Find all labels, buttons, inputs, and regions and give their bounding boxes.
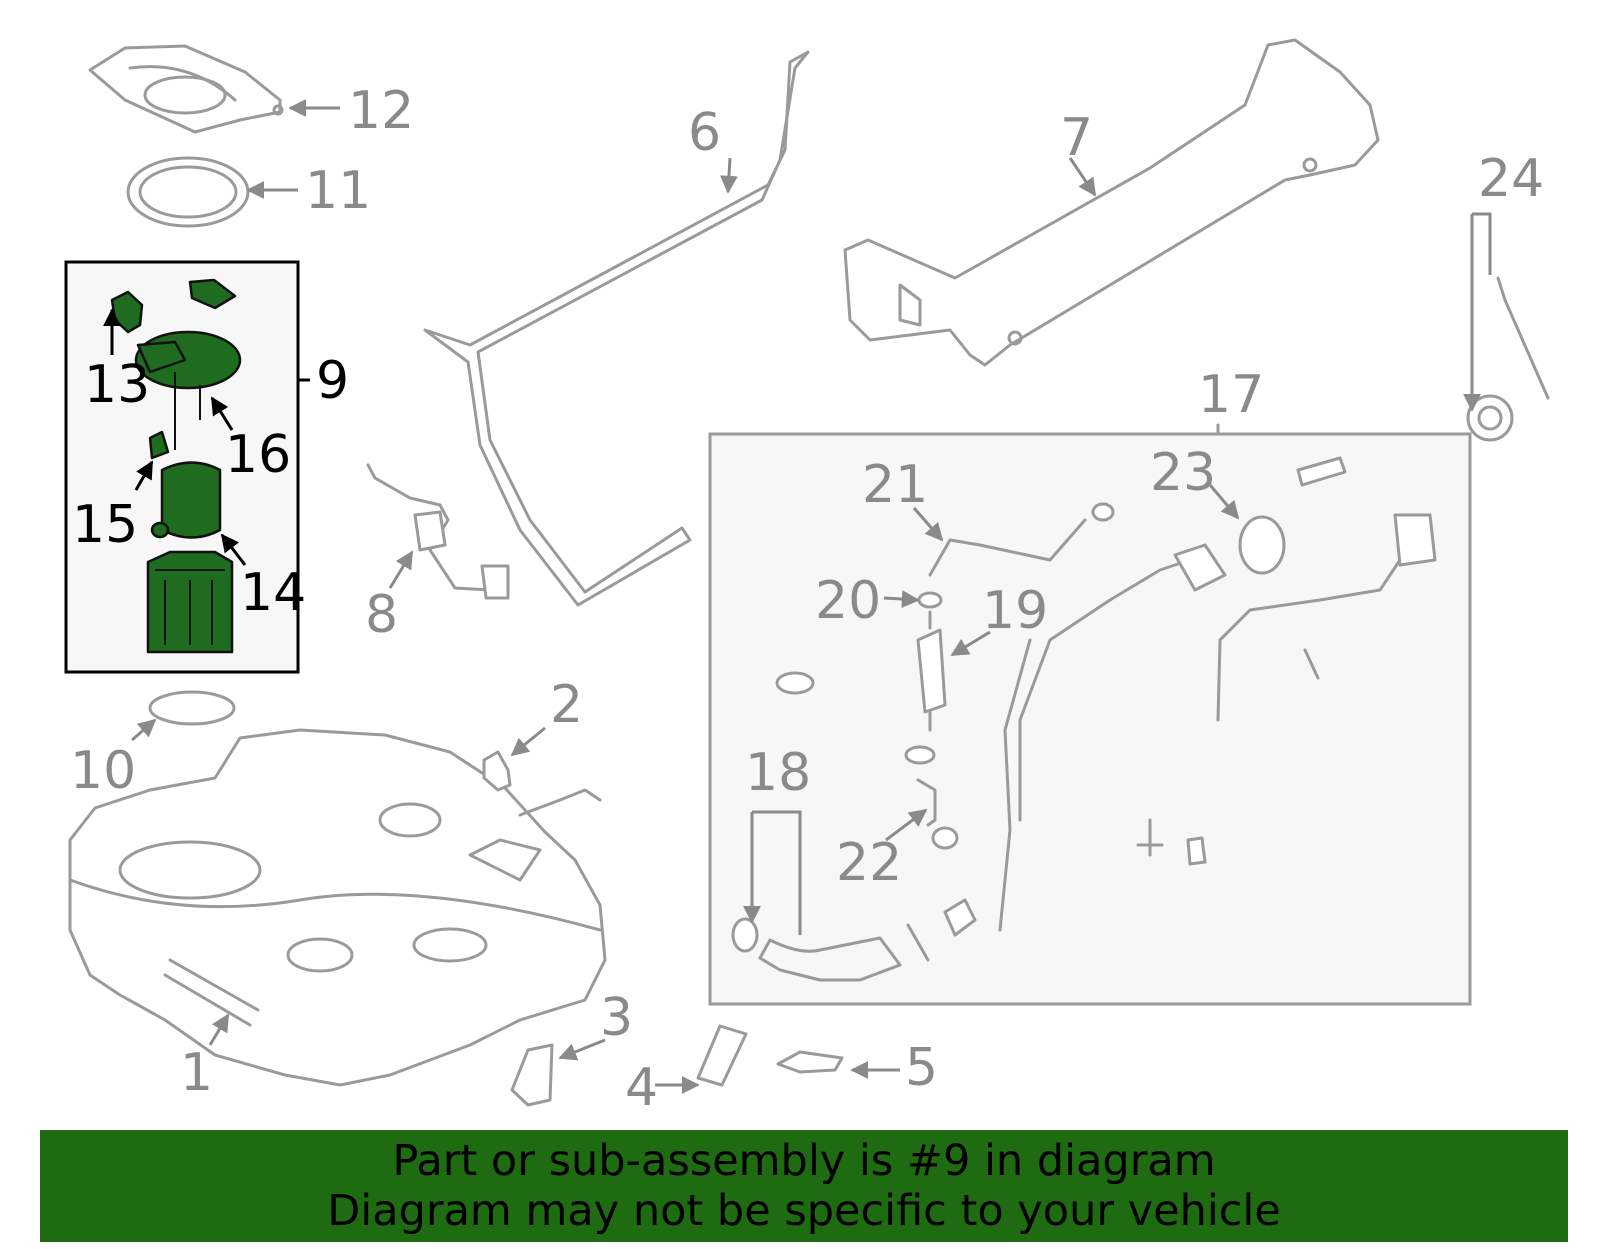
callout-24: 24 <box>1478 149 1544 209</box>
callout-12: 12 <box>348 81 414 141</box>
callout-1: 1 <box>180 1043 213 1103</box>
part-8-harness <box>366 463 510 600</box>
part-10-gasket <box>148 690 236 726</box>
callout-22: 22 <box>836 833 902 893</box>
info-banner: Part or sub-assembly is #9 in diagram Di… <box>40 1130 1568 1242</box>
callout-11: 11 <box>305 161 371 221</box>
part-4-strip <box>696 1024 748 1087</box>
callout-21: 21 <box>862 455 928 515</box>
part-2-clip <box>482 750 512 792</box>
part-14-green <box>160 461 222 539</box>
part-5-pad <box>776 1050 844 1074</box>
callout-20: 20 <box>815 571 881 631</box>
callout-14: 14 <box>240 563 306 623</box>
callout-18: 18 <box>745 743 811 803</box>
part-3-protector <box>510 1043 554 1107</box>
part-1-fuel-tank <box>68 728 607 1087</box>
callout-5: 5 <box>905 1038 938 1098</box>
callout-4: 4 <box>625 1058 658 1118</box>
callout-16: 16 <box>225 425 291 485</box>
part-7-heat-shield <box>843 38 1380 367</box>
callout-3: 3 <box>600 988 633 1048</box>
callout-2: 2 <box>550 675 583 735</box>
assembly-17-box <box>708 423 1472 1006</box>
callout-10: 10 <box>70 741 136 801</box>
callout-labels: 12 11 6 7 24 17 21 23 20 19 18 22 8 10 2… <box>70 81 1544 1118</box>
callout-6: 6 <box>688 103 721 163</box>
callout-13: 13 <box>84 355 150 415</box>
assembly-9-box <box>64 260 310 674</box>
part-12-cover-plate <box>88 44 284 134</box>
part-6-strap <box>423 50 810 607</box>
part-15-green <box>148 430 170 460</box>
banner-line-2: Diagram may not be specific to your vehi… <box>327 1186 1281 1236</box>
callout-9: 9 <box>316 351 349 411</box>
part-24-fuel-cap <box>1466 276 1550 442</box>
callout-23: 23 <box>1150 443 1216 503</box>
part-11-lock-ring <box>126 156 250 228</box>
callout-7: 7 <box>1060 108 1093 168</box>
callout-17: 17 <box>1198 365 1264 425</box>
leader-lines <box>131 99 1492 1094</box>
callout-19: 19 <box>982 581 1048 641</box>
callout-8: 8 <box>365 585 398 645</box>
callout-15: 15 <box>72 495 138 555</box>
banner-line-1: Part or sub-assembly is #9 in diagram <box>392 1136 1216 1186</box>
